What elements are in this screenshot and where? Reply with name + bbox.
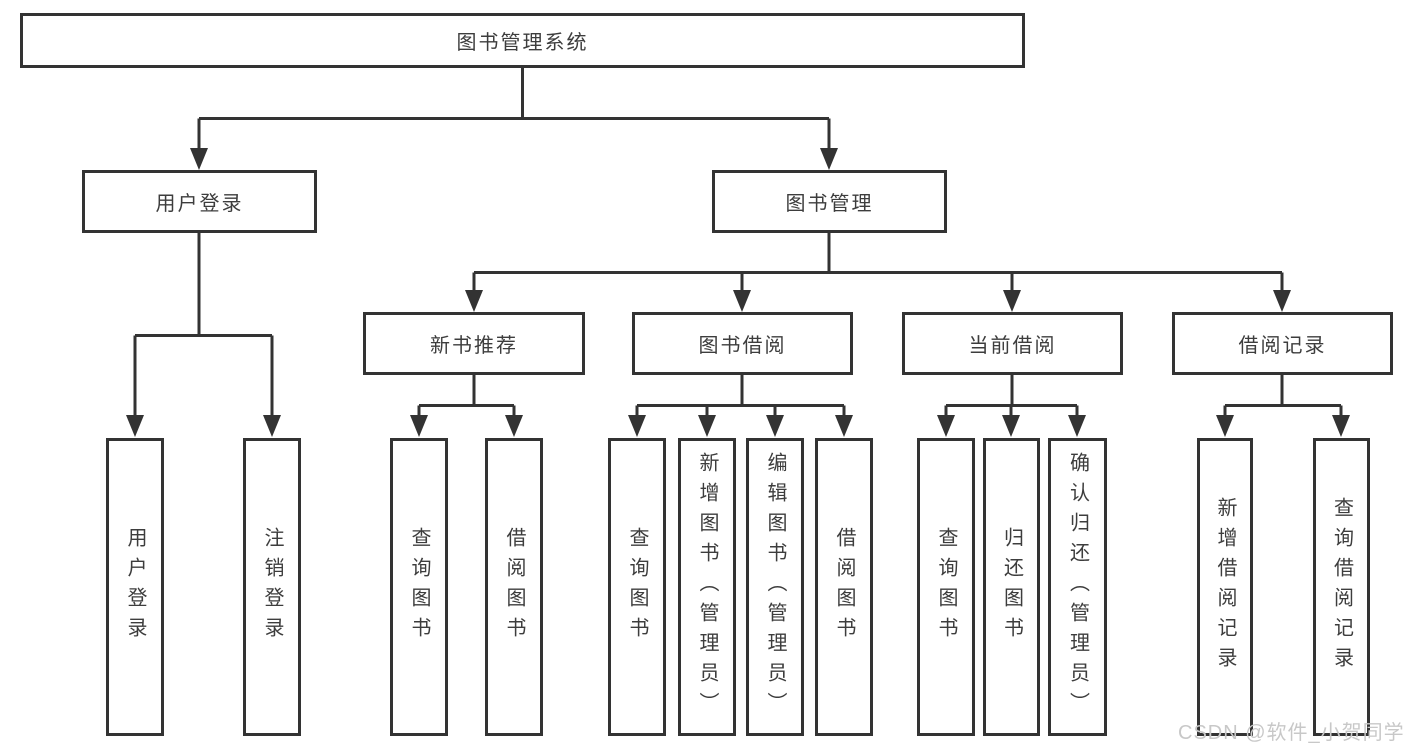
node-user-login: 用户登录 [82,170,317,233]
node-label: 查询借阅记录 [1330,497,1353,677]
leaf-current-return-book: 归还图书 [983,438,1040,736]
leaf-records-add-record: 新增借阅记录 [1197,438,1253,736]
leaf-borrow-add-book-admin: 新增图书（管理员） [678,438,736,736]
leaf-records-query-record: 查询借阅记录 [1313,438,1370,736]
node-label: 查询图书 [626,527,648,647]
node-book-borrow: 图书借阅 [632,312,853,375]
leaf-borrow-borrow-book: 借阅图书 [815,438,873,736]
leaf-recommend-borrow-book: 借阅图书 [485,438,543,736]
node-label: 新增图书（管理员） [696,452,718,722]
leaf-borrow-edit-book-admin: 编辑图书（管理员） [746,438,804,736]
node-label: 确认归还（管理员） [1066,452,1089,722]
node-label: 当前借阅 [968,335,1057,357]
node-label: 图书管理系统 [456,32,589,54]
leaf-current-confirm-return-admin: 确认归还（管理员） [1048,438,1107,736]
node-label: 新书推荐 [430,335,518,357]
node-label: 用户登录 [124,527,146,647]
leaf-borrow-query-book: 查询图书 [608,438,666,736]
node-label: 归还图书 [1000,527,1023,647]
leaf-recommend-query-book: 查询图书 [390,438,448,736]
node-label: 注销登录 [261,527,283,647]
node-label: 借阅图书 [833,527,855,647]
node-root: 图书管理系统 [20,13,1025,68]
leaf-user-login: 用户登录 [106,438,164,736]
node-label: 图书管理 [785,193,874,215]
node-current-borrow: 当前借阅 [902,312,1123,375]
node-label: 用户登录 [155,193,244,215]
node-label: 新增借阅记录 [1214,497,1236,677]
node-borrow-records: 借阅记录 [1172,312,1393,375]
node-book-management: 图书管理 [712,170,947,233]
node-label: 图书借阅 [698,335,787,357]
node-label: 查询图书 [935,527,957,647]
node-label: 编辑图书（管理员） [764,452,786,722]
node-new-book-recommend: 新书推荐 [363,312,585,375]
leaf-logout: 注销登录 [243,438,301,736]
csdn-watermark: CSDN @软件_小贺同学 [1178,722,1405,744]
node-label: 借阅图书 [503,527,525,647]
node-label: 借阅记录 [1238,335,1327,357]
node-label: 查询图书 [408,527,430,647]
leaf-current-query-book: 查询图书 [917,438,975,736]
